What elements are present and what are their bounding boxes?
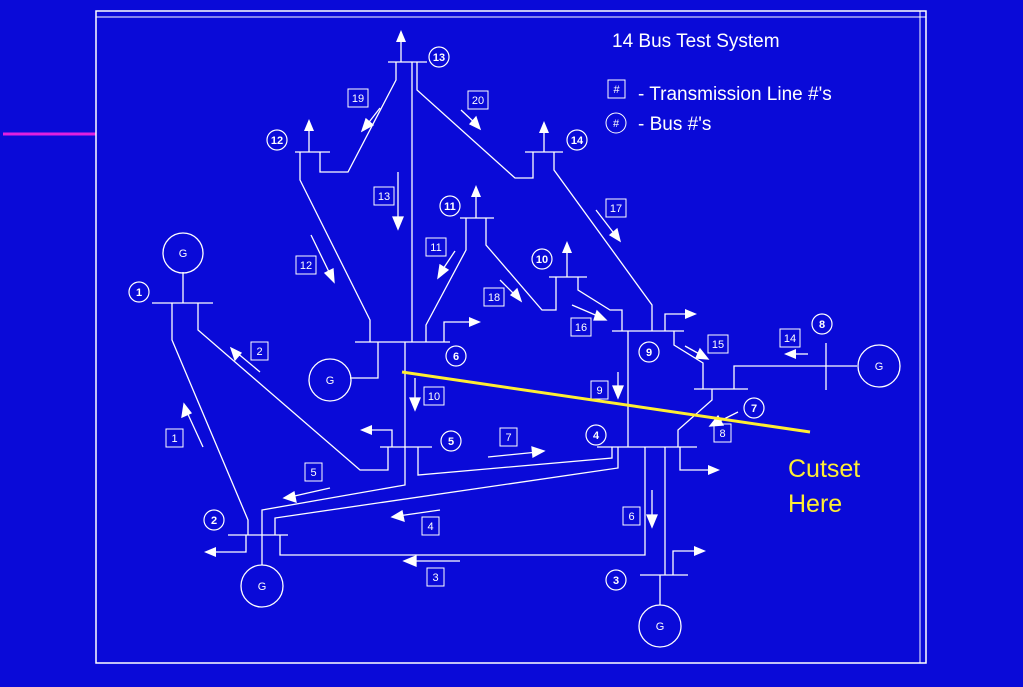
line-labels: 1 2 3 4 5 6 7 8 9 10 11 12 13 14 15 16 1…	[171, 93, 796, 584]
line-label-20: 20	[472, 95, 484, 107]
bus-label-14: 14	[571, 135, 584, 147]
line-label-13: 13	[378, 191, 390, 203]
generator-bus3	[638, 604, 682, 648]
bus-label-12: 12	[271, 135, 283, 147]
flow-arrows	[181, 107, 808, 567]
line-label-15: 15	[712, 339, 724, 351]
legend: # - Transmission Line #'s # - Bus #'s	[605, 79, 832, 135]
bus-labels: 1 2 3 4 5 6 7 8 9 10 11 12 13 14	[136, 52, 825, 587]
generator-label: G	[326, 375, 335, 387]
line-label-12: 12	[300, 260, 312, 272]
bus-label-1: 1	[136, 287, 142, 299]
generator-bus6	[308, 358, 352, 402]
line-label-2: 2	[256, 346, 262, 358]
line-label-19: 19	[352, 93, 364, 105]
legend-bus-text: - Bus #'s	[638, 114, 711, 135]
generator-label: G	[179, 248, 188, 260]
line-label-18: 18	[488, 292, 500, 304]
line-label-14: 14	[784, 333, 796, 345]
line-label-4: 4	[427, 521, 433, 533]
bus-circles	[128, 46, 833, 591]
bus-label-11: 11	[444, 201, 456, 213]
line-label-1: 1	[171, 433, 177, 445]
line-label-7: 7	[505, 432, 511, 444]
network-lines	[152, 40, 857, 605]
cutset-label-line2: Here	[788, 490, 842, 518]
line-label-11: 11	[430, 242, 441, 254]
legend-bus-symbol: #	[613, 118, 620, 130]
line-label-6: 6	[628, 511, 634, 523]
line-label-3: 3	[432, 572, 438, 584]
line-label-8: 8	[719, 428, 725, 440]
bus-label-10: 10	[536, 254, 548, 266]
line-label-9: 9	[596, 385, 602, 397]
legend-line-symbol: #	[613, 84, 620, 96]
bus-label-3: 3	[613, 575, 619, 587]
bus-label-5: 5	[448, 436, 454, 448]
generator-label: G	[656, 621, 665, 633]
line-label-5: 5	[310, 467, 316, 479]
bus-label-7: 7	[751, 403, 757, 415]
line-label-17: 17	[610, 203, 622, 215]
legend-line-text: - Transmission Line #'s	[638, 84, 832, 105]
bus-label-13: 13	[433, 52, 445, 64]
flow-arrowheads	[204, 30, 796, 557]
bus-label-4: 4	[593, 430, 600, 442]
legend-line-symbol-box	[607, 79, 626, 99]
legend-bus-symbol-circle	[605, 112, 627, 134]
generator-bus2	[240, 564, 284, 608]
line-label-10: 10	[428, 391, 440, 403]
line-label-16: 16	[575, 322, 587, 334]
generator-labels: G G G G G	[179, 248, 884, 633]
bus-label-2: 2	[211, 515, 217, 527]
generators	[162, 232, 901, 648]
line-boxes	[165, 88, 801, 587]
generator-label: G	[875, 361, 884, 373]
bus-label-8: 8	[819, 319, 825, 331]
cutset-line	[401, 370, 811, 434]
generator-bus8	[857, 344, 901, 388]
bus-label-6: 6	[453, 351, 459, 363]
bus-label-9: 9	[646, 347, 652, 359]
generator-bus1	[162, 232, 204, 274]
diagram-frame	[95, 10, 927, 664]
generator-label: G	[258, 581, 267, 593]
cutset-label-line1: Cutset	[788, 455, 860, 483]
diagram-title: 14 Bus Test System	[612, 31, 780, 52]
